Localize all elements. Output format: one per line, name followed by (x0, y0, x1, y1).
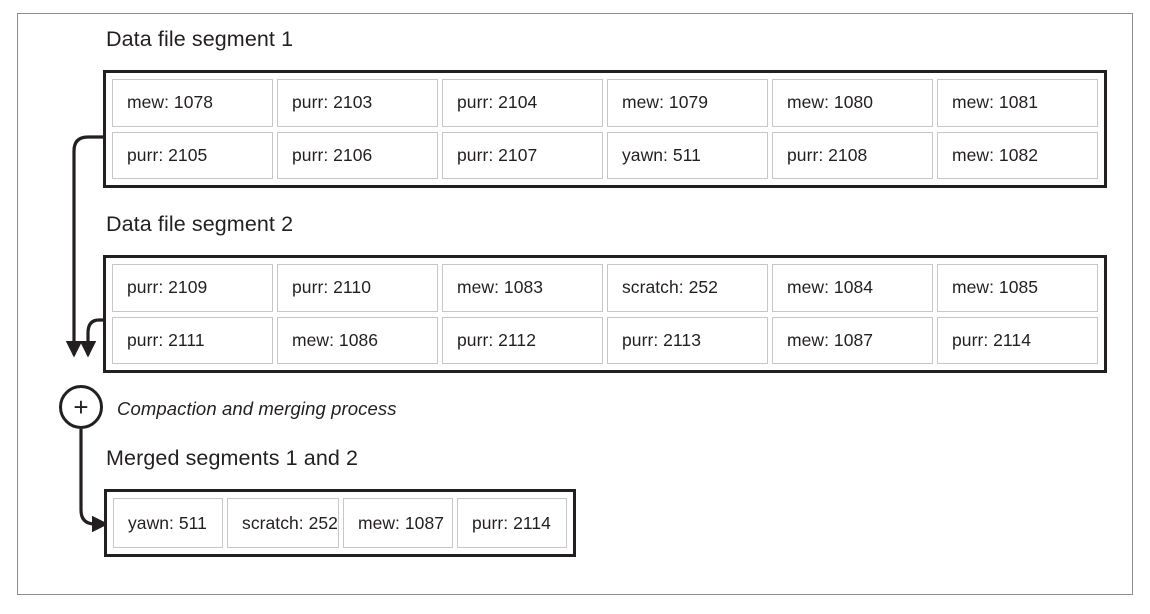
record-cell[interactable]: purr: 2109 (112, 264, 273, 312)
record-cell[interactable]: yawn: 511 (607, 131, 768, 179)
record-cell[interactable]: mew: 1086 (277, 316, 438, 364)
merged-caption: Merged segments 1 and 2 (106, 446, 359, 470)
segment-1-row-1: mew: 1078 purr: 2103 purr: 2104 mew: 107… (112, 79, 1098, 127)
merged-box: yawn: 511 scratch: 252 mew: 1087 purr: 2… (104, 489, 576, 557)
record-cell[interactable]: mew: 1079 (607, 79, 768, 127)
record-cell[interactable]: purr: 2111 (112, 316, 273, 364)
record-cell[interactable]: purr: 2107 (442, 131, 603, 179)
record-cell[interactable]: purr: 2114 (456, 498, 567, 548)
segment-2-row-2: purr: 2111 mew: 1086 purr: 2112 purr: 21… (112, 316, 1098, 364)
segment-2-caption: Data file segment 2 (106, 212, 294, 236)
record-cell[interactable]: purr: 2110 (277, 264, 438, 312)
compaction-process-label: Compaction and merging process (117, 398, 397, 419)
record-cell[interactable]: mew: 1084 (772, 264, 933, 312)
segment-1-box: mew: 1078 purr: 2103 purr: 2104 mew: 107… (103, 70, 1107, 188)
record-cell[interactable]: purr: 2103 (277, 79, 438, 127)
record-cell[interactable]: mew: 1080 (772, 79, 933, 127)
record-cell[interactable]: purr: 2113 (607, 316, 768, 364)
plus-icon: + (73, 392, 89, 422)
record-cell[interactable]: purr: 2114 (937, 316, 1098, 364)
record-cell[interactable]: scratch: 252 (607, 264, 768, 312)
record-cell[interactable]: purr: 2105 (112, 131, 273, 179)
record-cell[interactable]: scratch: 252 (227, 498, 339, 548)
merged-row-1: yawn: 511 scratch: 252 mew: 1087 purr: 2… (113, 498, 567, 548)
record-cell[interactable]: mew: 1085 (937, 264, 1098, 312)
record-cell[interactable]: purr: 2104 (442, 79, 603, 127)
figure-outer-frame (17, 13, 1133, 595)
record-cell[interactable]: yawn: 511 (113, 498, 224, 548)
record-cell[interactable]: purr: 2112 (442, 316, 603, 364)
segment-1-row-2: purr: 2105 purr: 2106 purr: 2107 yawn: 5… (112, 131, 1098, 179)
record-cell[interactable]: mew: 1087 (342, 498, 453, 548)
record-cell[interactable]: mew: 1082 (937, 131, 1098, 179)
record-cell[interactable]: purr: 2108 (772, 131, 933, 179)
record-cell[interactable]: mew: 1083 (442, 264, 603, 312)
segment-1-caption: Data file segment 1 (106, 27, 294, 51)
record-cell[interactable]: mew: 1078 (112, 79, 273, 127)
record-cell[interactable]: mew: 1087 (772, 316, 933, 364)
segment-2-box: purr: 2109 purr: 2110 mew: 1083 scratch:… (103, 255, 1107, 373)
record-cell[interactable]: purr: 2106 (277, 131, 438, 179)
merge-node[interactable]: + (59, 385, 103, 429)
record-cell[interactable]: mew: 1081 (937, 79, 1098, 127)
segment-2-row-1: purr: 2109 purr: 2110 mew: 1083 scratch:… (112, 264, 1098, 312)
